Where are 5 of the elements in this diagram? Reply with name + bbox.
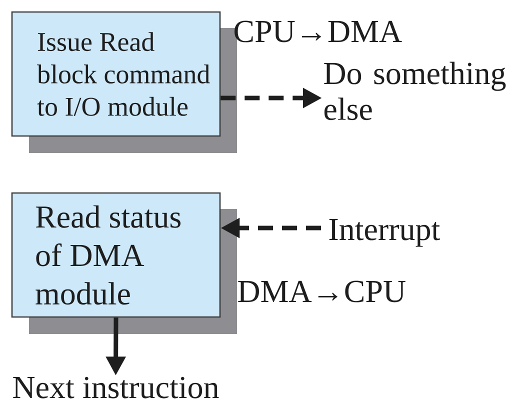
step-text: Do something else: [324, 62, 506, 120]
process-box: Read status of DMA module: [11, 192, 237, 334]
step-text: Interrupt: [329, 219, 440, 247]
transfer-label: CPU→DMA: [234, 20, 402, 42]
step-text: Next instruction: [13, 376, 219, 398]
